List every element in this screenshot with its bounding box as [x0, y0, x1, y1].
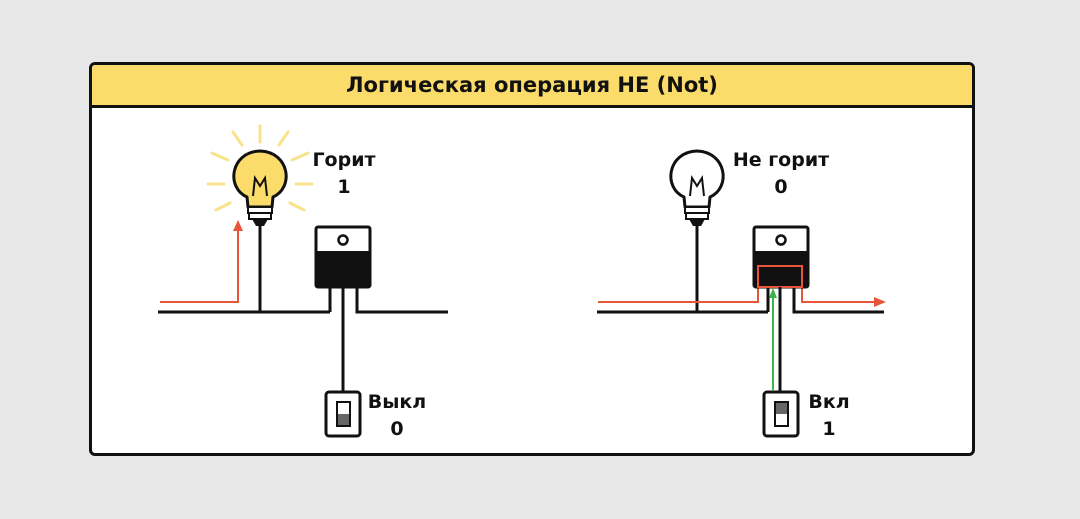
transistor-icon [314, 225, 372, 289]
right-lamp-value: 0 [774, 176, 787, 198]
current-flow-arrow [160, 220, 243, 303]
right-switch-value: 1 [822, 418, 835, 440]
transistor-icon [752, 225, 810, 289]
title-bar: Логическая операция НЕ (Not) [92, 65, 972, 108]
switch-off-icon[interactable] [324, 390, 362, 438]
right-circuit: Не горит 0 Вкл 1 [597, 149, 886, 440]
right-switch-state-label: Вкл [808, 391, 849, 413]
left-lamp-value: 1 [337, 176, 350, 198]
left-switch-state-label: Выкл [368, 391, 426, 413]
diagram-card: Логическая операция НЕ (Not) [89, 62, 975, 456]
right-lamp-state-label: Не горит [733, 149, 829, 171]
light-rays [206, 124, 314, 212]
left-circuit: Горит 1 Выкл 0 [158, 124, 448, 440]
control-signal-arrow [769, 288, 777, 390]
bus-wire [597, 287, 884, 314]
lit-bulb-icon [232, 149, 288, 226]
diagram-title: Логическая операция НЕ (Not) [346, 73, 718, 97]
left-switch-value: 0 [390, 418, 403, 440]
switch-on-icon[interactable] [762, 390, 800, 438]
bus-wire [158, 287, 448, 314]
unlit-bulb-icon [669, 149, 725, 226]
left-lamp-state-label: Горит [312, 149, 375, 171]
current-flow-arrow [598, 265, 886, 307]
